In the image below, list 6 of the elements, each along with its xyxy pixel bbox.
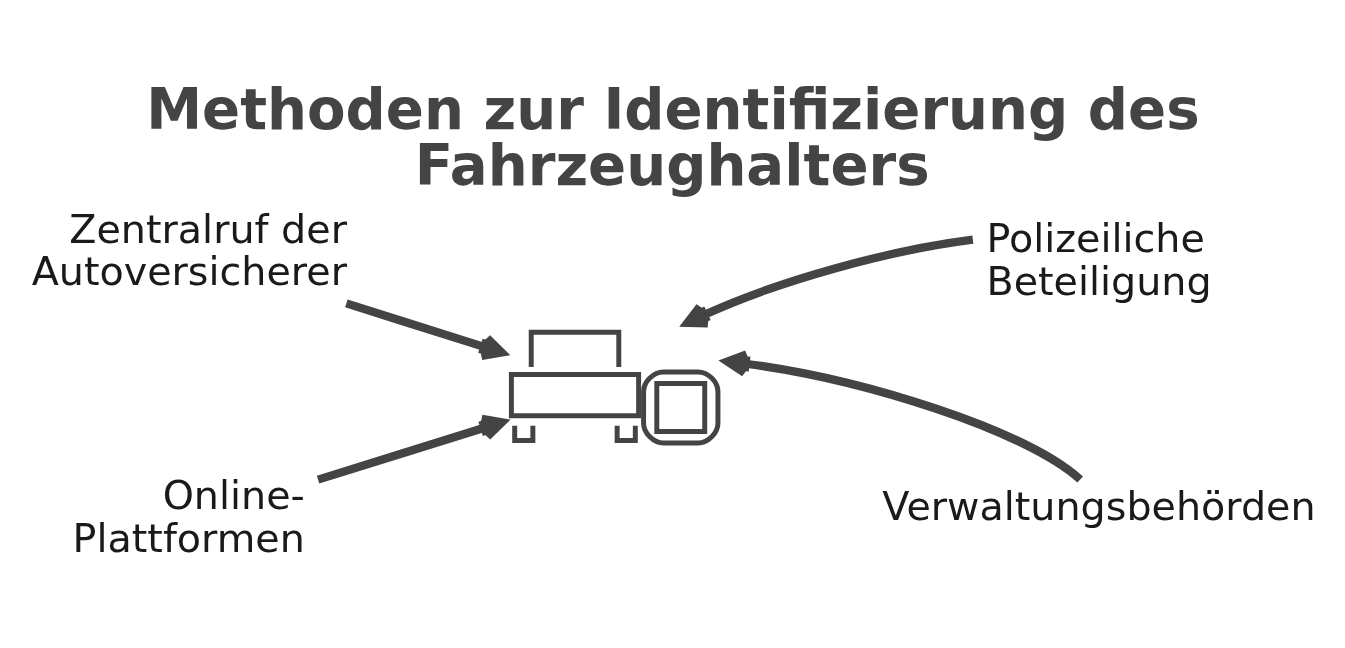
node-text: Zentralruf der Autoversicherer <box>31 205 347 295</box>
node-text: Polizeiliche Beteiligung <box>986 215 1212 305</box>
diagram-title: Methoden zur Identifizierung des Fahrzeughalters <box>146 76 1200 198</box>
node-text: Verwaltungsbehörden <box>882 483 1316 530</box>
node-text: Online-Plattformen <box>72 471 305 561</box>
arrow <box>682 235 974 328</box>
